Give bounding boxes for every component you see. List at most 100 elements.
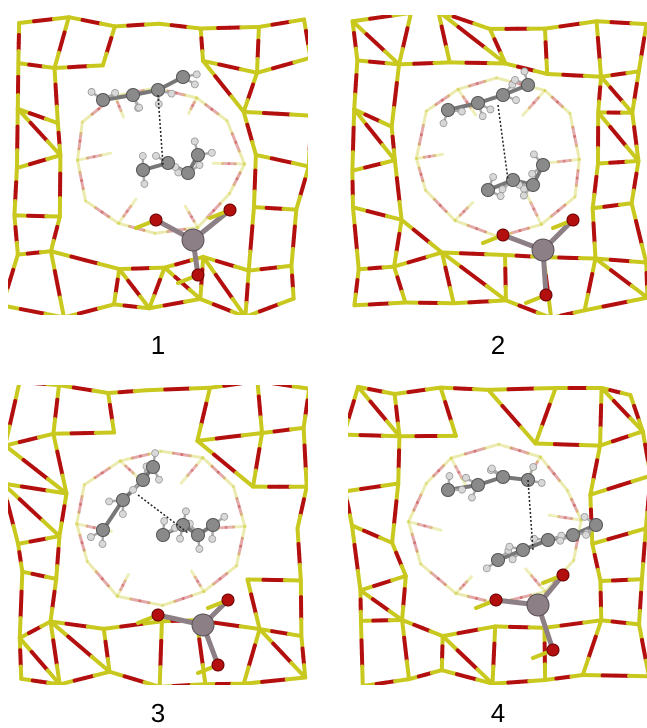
framework-bond [597,21,598,38]
carbon-atom [137,164,150,177]
carbon-atom [567,529,580,542]
framework-bond [639,57,641,71]
metal-atom [527,594,549,616]
framework-bond [352,152,353,170]
framework-bond [581,21,596,23]
active-site [138,594,234,673]
carbon-atom [527,179,540,192]
framework-bond [549,515,559,516]
framework-bond [216,275,224,287]
framework-bond [541,457,549,467]
framework-bond [101,24,115,27]
framework-bond [200,299,214,304]
framework-bond [88,627,104,629]
framework-bond [395,160,397,178]
framework-bond [83,189,85,201]
framework-bond [20,499,31,510]
carbon-atom [127,89,140,102]
oxygen-atom [540,289,552,301]
carbon-atom [492,554,505,567]
framework-bond [353,19,371,22]
framework-bond [57,666,60,685]
zeolite-framework-2 [348,15,647,315]
framework-bond [496,78,511,82]
framework-bond [426,190,435,199]
framework-bond [354,95,355,110]
framework-bond [547,74,563,75]
framework-bond [234,526,245,527]
carbon-atom [182,167,195,180]
framework-bond [8,446,24,460]
framework-bond [402,620,404,638]
framework-bond [259,433,262,449]
hydrogen-atom [88,88,95,95]
framework-bond [279,299,293,304]
framework-bond [421,483,426,494]
framework-bond [247,580,251,595]
framework-bond [109,217,119,224]
framework-bond [472,37,485,47]
hydrogen-atom [196,545,203,552]
framework-bond [249,252,251,271]
framework-bond [300,565,301,581]
framework-bond [444,458,451,466]
framework-bond [256,155,272,158]
framework-bond [291,114,308,115]
framework-bond [80,647,92,657]
framework-bond [64,314,79,315]
framework-bond [264,113,278,114]
framework-bond [426,105,436,112]
framework-bond [294,386,308,388]
framework-bond [51,251,55,271]
framework-bond [244,112,264,113]
molecule-lower [483,513,602,571]
hydrogen-atom [490,173,497,180]
framework-bond [57,107,58,124]
framework-bond [428,253,442,257]
metal-atom [182,229,204,251]
carbon-atom [117,494,130,507]
framework-bond [479,626,495,629]
carbon-atom [522,79,535,92]
hydrogen-atom [209,535,216,542]
hydrogen-atom [191,138,198,145]
framework-bond [529,680,545,681]
framework-bond [236,473,253,487]
metal-atom [532,239,554,261]
framework-bond [254,191,255,207]
framework-bond [243,433,262,435]
framework-bond [59,385,74,387]
framework-bond [293,163,308,166]
framework-bond [536,427,542,444]
framework-bond [570,114,573,128]
hydrogen-atom [583,531,590,538]
framework-bond [642,564,643,579]
framework-bond [165,268,176,277]
framework-bond [85,260,99,264]
carbon-atom [177,71,190,84]
hydrogen-atom [509,556,516,563]
hydrogen-atom [497,193,504,200]
framework-bond [22,572,23,592]
hydrogen-atom [139,153,146,160]
framework-bond [255,629,260,645]
framework-bond [641,579,642,593]
framework-bond [512,417,521,428]
framework-bond [258,27,259,41]
framework-bond [20,618,21,638]
framework-bond [155,232,168,234]
framework-bond [541,216,551,224]
framework-bond [417,551,421,564]
framework-bond [427,388,441,390]
hydrogen-atom [191,81,198,88]
framework-bond [184,95,196,98]
framework-bond [592,529,593,544]
hydrogen-atom [208,149,215,156]
carbon-atom [497,89,510,102]
framework-bond [218,114,227,121]
framework-bond [304,428,305,446]
framework-bond [395,392,409,394]
framework-bond [71,257,85,261]
framework-front-layer [348,387,647,685]
framework-bond [421,564,432,573]
